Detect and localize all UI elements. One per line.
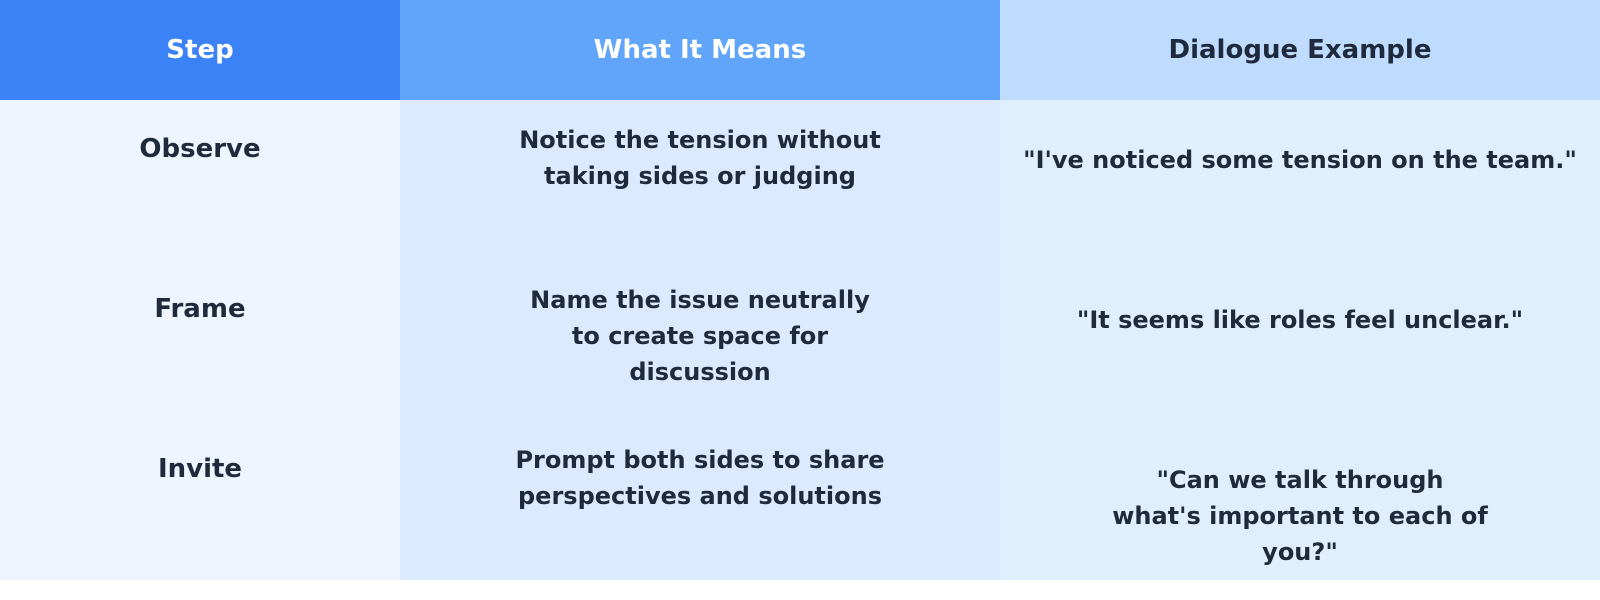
row-invite-example: "Can we talk through what's important to… xyxy=(1000,420,1600,580)
header-dialogue-example: Dialogue Example xyxy=(1000,0,1600,100)
row-frame-meaning: Name the issue neutrally to create space… xyxy=(400,260,1000,420)
row-invite-meaning: Prompt both sides to share perspectives … xyxy=(400,420,1000,580)
row-observe-example-text: "I've noticed some tension on the team." xyxy=(1023,146,1577,174)
row-invite-step: Invite xyxy=(0,420,400,580)
row-frame-meaning-text: Name the issue neutrally to create space… xyxy=(530,286,870,386)
row-observe-example: "I've noticed some tension on the team." xyxy=(1000,100,1600,260)
row-invite-meaning-text: Prompt both sides to share perspectives … xyxy=(515,446,885,510)
row-observe-step: Observe xyxy=(0,100,400,260)
row-invite-example-text: "Can we talk through what's important to… xyxy=(1112,466,1488,566)
row-observe-meaning-text: Notice the tension without taking sides … xyxy=(519,126,881,190)
row-frame-example: "It seems like roles feel unclear." xyxy=(1000,260,1600,420)
header-what-it-means: What It Means xyxy=(400,0,1000,100)
header-step: Step xyxy=(0,0,400,100)
conflict-steps-table: Step What It Means Dialogue Example Obse… xyxy=(0,0,1600,580)
row-frame-step: Frame xyxy=(0,260,400,420)
row-observe-meaning: Notice the tension without taking sides … xyxy=(400,100,1000,260)
row-frame-example-text: "It seems like roles feel unclear." xyxy=(1076,306,1524,334)
